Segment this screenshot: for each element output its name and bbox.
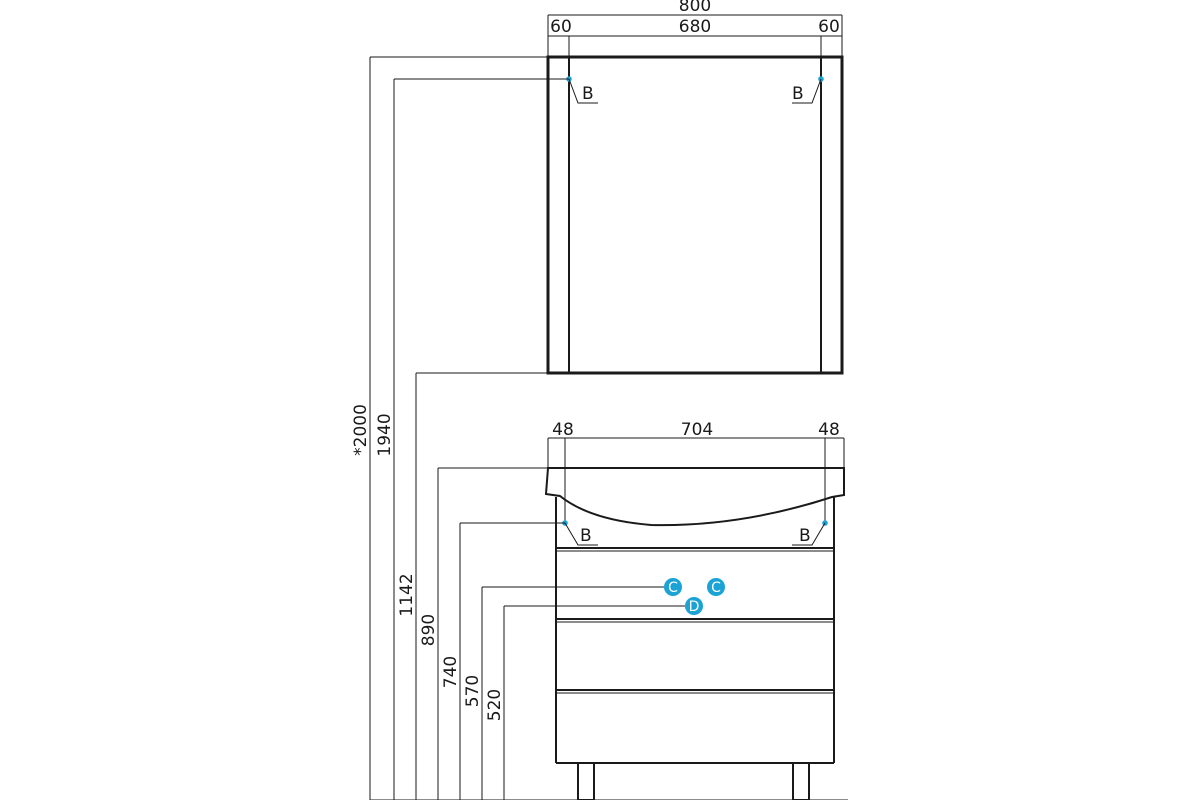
mirror-right-label: B bbox=[792, 84, 804, 104]
vanity-left-label: B bbox=[580, 526, 592, 546]
supply-marker-c1 bbox=[664, 578, 682, 596]
left-leg bbox=[577, 762, 595, 800]
vanity-width-dimensions bbox=[547, 437, 845, 522]
supply-marker-c2 bbox=[707, 578, 725, 596]
height-dim-520 bbox=[503, 605, 685, 800]
vanity-right-label: B bbox=[799, 526, 811, 546]
mirror-center-width: 680 bbox=[679, 17, 711, 37]
mirror-total-width: 800 bbox=[679, 0, 711, 16]
height-basin-top: 890 bbox=[419, 614, 439, 646]
height-dim-570 bbox=[481, 586, 664, 800]
mirror-left-label: B bbox=[582, 84, 594, 104]
height-dim-1142 bbox=[415, 372, 548, 800]
vanity-center-width: 704 bbox=[681, 420, 713, 440]
mirror-right-point bbox=[792, 76, 824, 104]
vanity-right-width: 48 bbox=[818, 420, 840, 440]
mirror-right-width: 60 bbox=[818, 17, 840, 37]
mirror-left-width: 60 bbox=[550, 17, 572, 37]
mirror-cabinet bbox=[546, 55, 844, 375]
vanity-unit bbox=[544, 467, 845, 800]
supply-marker-c2-label: C bbox=[711, 580, 721, 596]
drain-marker-d-label: D bbox=[689, 599, 700, 615]
height-mirror-bottom: 1142 bbox=[397, 573, 417, 616]
height-basin-points: 740 bbox=[441, 656, 461, 688]
height-drain: 520 bbox=[485, 689, 505, 721]
height-dim-2000 bbox=[369, 56, 548, 800]
mirror-width-dimensions bbox=[547, 14, 843, 57]
height-mirror-points: 1940 bbox=[375, 413, 395, 456]
right-leg bbox=[792, 762, 810, 800]
basin-top bbox=[544, 467, 845, 527]
supply-marker-c1-label: C bbox=[668, 580, 678, 596]
drain-marker-d bbox=[685, 597, 703, 615]
vanity-right-point bbox=[792, 520, 828, 546]
height-supply: 570 bbox=[463, 675, 483, 707]
height-dim-1940 bbox=[393, 78, 569, 800]
height-dim-890 bbox=[437, 467, 548, 800]
vanity-left-width: 48 bbox=[552, 420, 574, 440]
height-dim-740 bbox=[459, 522, 565, 800]
mirror-outer-frame bbox=[546, 55, 844, 375]
height-total: *2000 bbox=[351, 404, 371, 456]
